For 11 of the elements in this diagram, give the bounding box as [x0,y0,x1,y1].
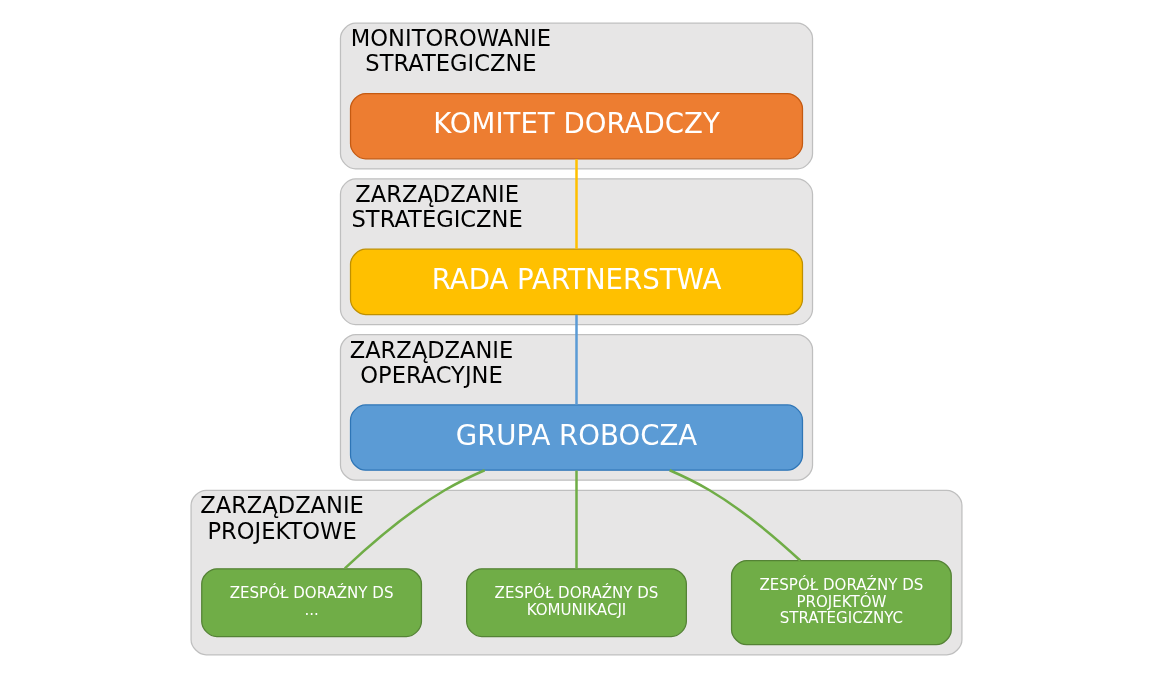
node-box: ZESPÓŁ DORAŹNY DS ... [201,568,423,638]
connector [575,159,578,249]
connector [344,469,486,570]
node-box: GRUPA ROBOCZA [349,404,804,471]
connector [575,470,578,569]
connector [669,469,802,562]
node-box: RADA PARTNERSTWA [349,248,804,316]
connector [575,314,578,405]
node-box: ZESPÓŁ DORAŹNY DS PROJEKTÓW STRATEGICZNYC [730,559,952,646]
node-box: ZESPÓŁ DORAŹNY DS KOMUNIKACJI [466,568,687,638]
node-box: KOMITET DORADCZY [349,92,804,160]
